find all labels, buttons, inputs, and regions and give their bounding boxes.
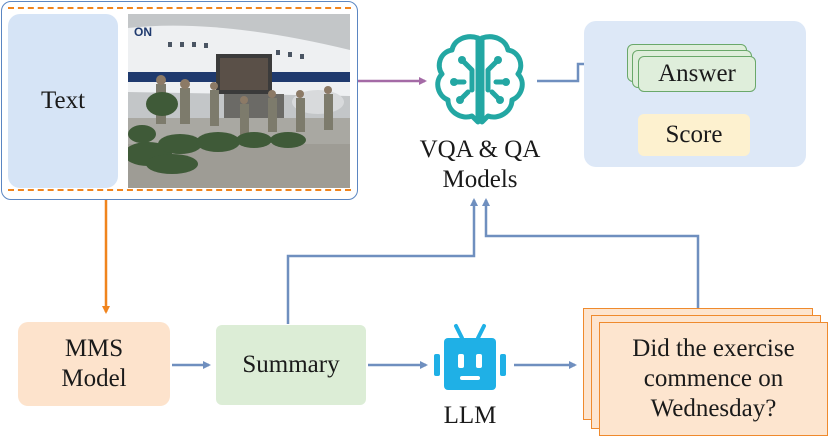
input-image: ON: [128, 14, 350, 188]
arrow-summary-to-vqa: [286, 198, 478, 324]
llm-text: LLM: [443, 402, 497, 429]
mms-model-box: MMS Model: [18, 322, 170, 406]
vqa-title-line2: Models: [442, 166, 518, 193]
question-card: Did the exercise commence on Wednesday?: [599, 322, 828, 436]
answer-box: Answer: [638, 56, 756, 92]
question-line2: commence on: [643, 365, 784, 392]
robot-icon: [430, 322, 510, 394]
svg-text:ON: ON: [134, 25, 152, 39]
neural-brain-icon: [432, 30, 528, 126]
llm-label: LLM: [430, 400, 510, 432]
vqa-title-line1: VQA & QA: [419, 136, 541, 163]
vqa-model-label: VQA & QA Models: [392, 134, 568, 196]
score-box: Score: [638, 114, 750, 156]
mms-line1: MMS: [64, 335, 124, 362]
summary-label: Summary: [242, 351, 340, 378]
score-label: Score: [665, 121, 723, 148]
question-line1: Did the exercise: [632, 335, 795, 362]
summary-box: Summary: [216, 325, 366, 405]
text-input-box: Text: [8, 14, 118, 188]
input-dashed-frame: [8, 7, 351, 191]
question-line3: Wednesday?: [650, 395, 777, 422]
mms-line2: Model: [61, 365, 127, 392]
answer-label: Answer: [658, 60, 736, 87]
arrow-question-to-vqa: [482, 198, 700, 308]
text-input-label: Text: [40, 87, 86, 114]
